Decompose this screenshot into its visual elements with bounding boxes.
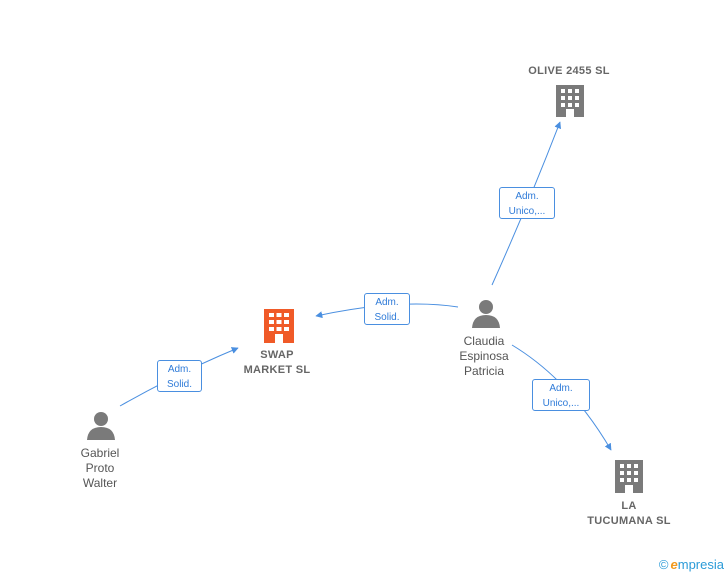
company-swap-market[interactable]: SWAP MARKET SL — [226, 348, 328, 378]
building-icon — [556, 85, 584, 117]
edge-label-gabriel-swap[interactable]: Adm. Solid. — [157, 360, 202, 392]
empresia-watermark: ©empresia — [659, 557, 724, 572]
person-name-line: Claudia — [463, 334, 505, 348]
copyright-symbol: © — [658, 557, 669, 572]
edge-label-line: Adm. — [549, 383, 573, 394]
edge-label-line: Adm. — [167, 364, 192, 375]
company-la-tucumana[interactable]: LA TUCUMANA SL — [578, 499, 680, 529]
person-icon — [87, 412, 115, 440]
person-name-line: Espinosa — [459, 349, 509, 363]
person-name-line: Walter — [82, 476, 118, 490]
company-name-line: LA — [621, 500, 637, 512]
edge-label-line: Adm. — [375, 297, 399, 308]
edge-label-line: Adm. — [515, 191, 539, 202]
company-name-line: TUCUMANA SL — [587, 515, 671, 527]
edge-label-claudia-tucumana[interactable]: Adm. Unico,... — [532, 379, 590, 411]
edge-label-line: Unico,... — [542, 398, 580, 409]
person-name-line: Gabriel — [80, 446, 120, 460]
edge-label-claudia-olive[interactable]: Adm. Unico,... — [499, 187, 555, 219]
edge-label-line: Solid. — [166, 379, 192, 390]
edge-label-line: Solid. — [374, 312, 400, 323]
company-name-line: MARKET SL — [243, 364, 311, 376]
person-name-line: Proto — [85, 461, 115, 475]
person-icon — [472, 300, 500, 328]
person-name-line: Patricia — [463, 364, 504, 378]
building-icon — [264, 309, 294, 343]
person-gabriel-proto-walter[interactable]: Gabriel Proto Walter — [62, 446, 138, 491]
company-name-line: SWAP — [260, 349, 294, 361]
person-claudia-espinosa-patricia[interactable]: Claudia Espinosa Patricia — [446, 334, 522, 379]
edge-label-claudia-swap[interactable]: Adm. Solid. — [364, 293, 410, 325]
brand-name: mpresia — [677, 557, 724, 572]
company-name-line: OLIVE 2455 SL — [528, 65, 610, 77]
building-icon — [615, 460, 643, 493]
edge-label-line: Unico,... — [508, 206, 546, 217]
brand-logo-letter: e — [670, 557, 678, 572]
company-olive-2455[interactable]: OLIVE 2455 SL — [510, 64, 628, 79]
